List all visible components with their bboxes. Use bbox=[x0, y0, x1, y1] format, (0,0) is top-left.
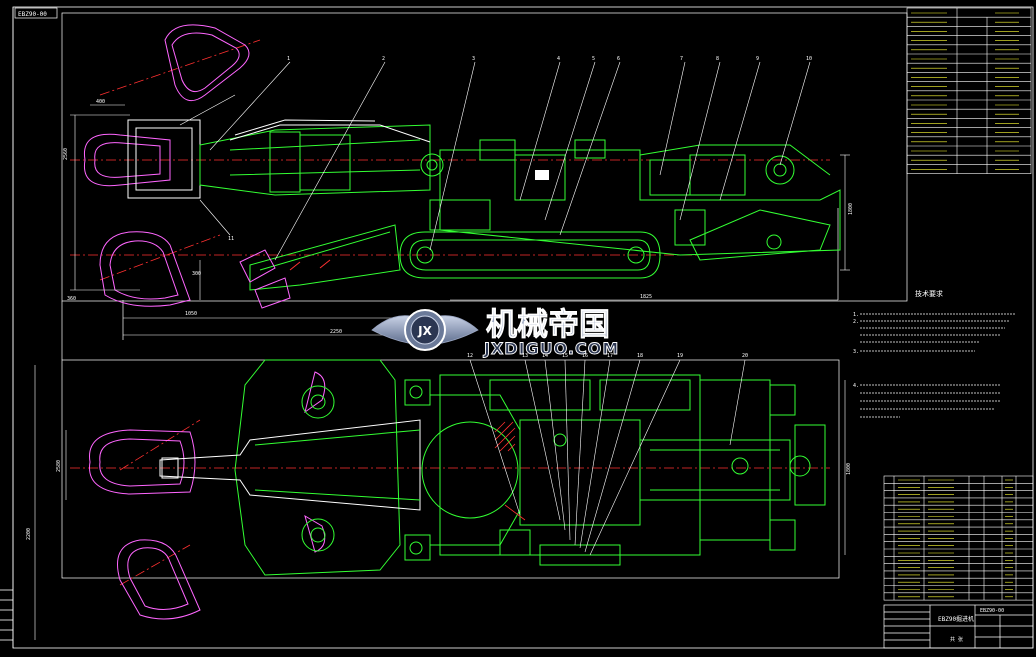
machine-body-plan bbox=[159, 359, 826, 576]
side-elevation-view: 2560 1800 1050 2250 1825 400 300 360 1 bbox=[63, 24, 854, 336]
dimension-text-bottom: 2580 2200 1800 bbox=[26, 460, 852, 540]
svg-text:15: 15 bbox=[562, 353, 568, 359]
svg-text:13: 13 bbox=[522, 353, 528, 359]
svg-text:5: 5 bbox=[592, 56, 595, 62]
svg-text:2250: 2250 bbox=[330, 329, 342, 335]
svg-text:300: 300 bbox=[192, 271, 201, 277]
svg-text:19: 19 bbox=[677, 353, 683, 359]
centerlines-top bbox=[70, 39, 830, 281]
svg-text:2.: 2. bbox=[853, 319, 859, 325]
tech-parameter-table bbox=[906, 7, 1032, 174]
svg-text:10: 10 bbox=[806, 56, 812, 62]
svg-text:20: 20 bbox=[742, 353, 748, 359]
svg-text:2580: 2580 bbox=[56, 460, 62, 472]
svg-text:400: 400 bbox=[96, 99, 105, 105]
cutter-sweep-plan bbox=[89, 371, 326, 620]
callout-labels-bottom: 12 13 14 15 16 17 18 19 20 bbox=[467, 353, 748, 359]
dimension-text-top: 2560 1800 1050 2250 1825 400 300 360 bbox=[63, 99, 854, 335]
centerlines-bottom bbox=[70, 419, 830, 586]
parts-list bbox=[883, 475, 1034, 601]
corner-tag: EBZ90-00 bbox=[18, 11, 47, 18]
svg-text:1: 1 bbox=[287, 56, 290, 62]
svg-text:4.: 4. bbox=[853, 383, 859, 389]
winged-logo-icon: JX bbox=[371, 309, 479, 351]
svg-text:17: 17 bbox=[607, 353, 613, 359]
title-block-drawing-no: EBZ90-00 bbox=[980, 608, 1004, 614]
leader-lines-bottom bbox=[469, 359, 746, 556]
machine-body-side bbox=[127, 119, 841, 291]
svg-text:4: 4 bbox=[557, 56, 560, 62]
svg-text:1825: 1825 bbox=[640, 294, 652, 300]
tech-requirements-title: 技术要求 bbox=[915, 289, 943, 298]
svg-text:1800: 1800 bbox=[848, 203, 854, 215]
title-block-name: EBZ90掘进机 bbox=[938, 615, 974, 623]
svg-text:1050: 1050 bbox=[185, 311, 197, 317]
drawing-frame bbox=[0, 6, 1034, 649]
gathering-arms bbox=[239, 249, 291, 309]
watermark-title: 机械帝国 bbox=[486, 307, 610, 343]
svg-text:2560: 2560 bbox=[63, 148, 69, 160]
svg-text:1.: 1. bbox=[853, 312, 859, 318]
svg-text:9: 9 bbox=[756, 56, 759, 62]
callout-labels-top: 1 2 3 4 5 6 7 8 9 10 11 bbox=[228, 56, 812, 242]
svg-text:14: 14 bbox=[542, 353, 548, 359]
technical-requirements: 技术要求 1. 2. 3. 4. bbox=[853, 289, 1015, 418]
dimension-lines-bottom bbox=[34, 365, 846, 640]
svg-text:7: 7 bbox=[680, 56, 683, 62]
svg-text:2: 2 bbox=[382, 56, 385, 62]
svg-text:3.: 3. bbox=[853, 349, 859, 355]
svg-text:8: 8 bbox=[716, 56, 719, 62]
title-block: EBZ90掘进机 EBZ90-00 共 张 bbox=[883, 604, 1034, 649]
svg-text:3: 3 bbox=[472, 56, 475, 62]
leader-lines-top bbox=[179, 61, 811, 261]
hatched-region bbox=[494, 421, 526, 521]
watermark-url: JXDIGUO.COM bbox=[483, 339, 619, 358]
svg-text:360: 360 bbox=[67, 296, 76, 302]
svg-text:1800: 1800 bbox=[846, 463, 852, 475]
svg-text:16: 16 bbox=[582, 353, 588, 359]
hatch-marks-top bbox=[289, 259, 331, 271]
svg-text:11: 11 bbox=[228, 236, 234, 242]
logo-letters: JX bbox=[417, 324, 432, 338]
svg-text:6: 6 bbox=[617, 56, 620, 62]
svg-text:2200: 2200 bbox=[26, 528, 32, 540]
site-watermark: JX 机械帝国 JXDIGUO.COM bbox=[371, 307, 619, 358]
corner-tag-box: EBZ90-00 bbox=[14, 7, 58, 19]
cutter-sweep-outlines bbox=[83, 24, 250, 307]
svg-text:12: 12 bbox=[467, 353, 473, 359]
plan-view: 12 13 14 15 16 17 18 19 20 2580 2200 180… bbox=[26, 353, 852, 640]
title-block-sheet: 共 张 bbox=[950, 636, 963, 643]
svg-text:18: 18 bbox=[637, 353, 643, 359]
